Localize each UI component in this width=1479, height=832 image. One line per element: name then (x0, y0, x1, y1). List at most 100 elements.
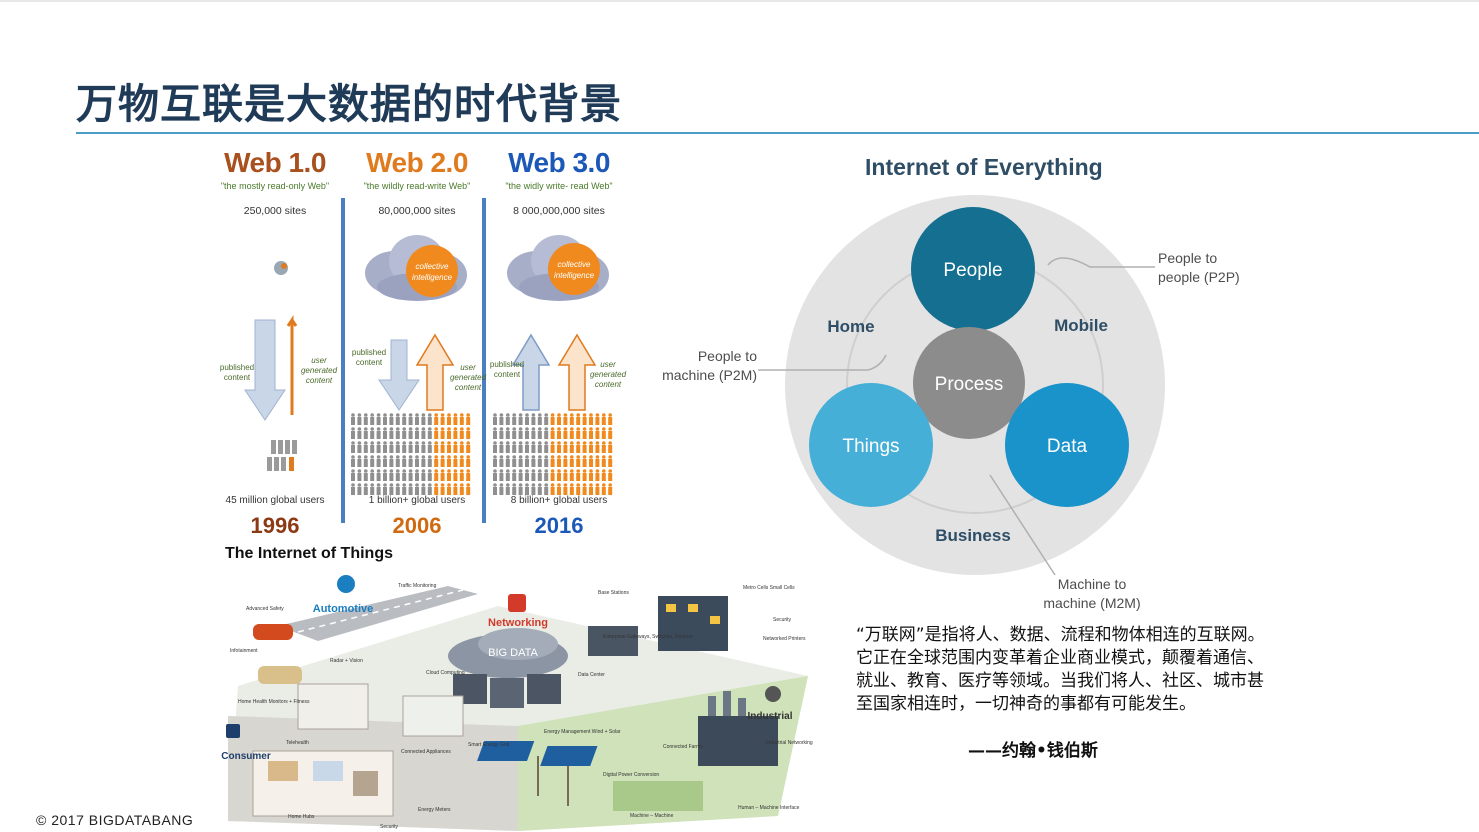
svg-text:Digital Power Conversion: Digital Power Conversion (603, 772, 659, 778)
svg-text:Connected Appliances: Connected Appliances (401, 749, 451, 755)
crowd (493, 413, 613, 495)
user-up-arrow (286, 315, 298, 415)
automotive-icon (337, 575, 355, 593)
web3-heading: Web 3.0 (508, 147, 610, 178)
web1-year: 1996 (250, 513, 300, 538)
divider (482, 198, 486, 523)
svg-text:Metro Cells Small Cells: Metro Cells Small Cells (743, 585, 795, 591)
quote-text: “万联网”是指将人、数据、流程和物体相连的互联网。它正在全球范围内变革着企业商业… (856, 625, 1265, 714)
svg-text:Human – Machine Interface: Human – Machine Interface (738, 805, 800, 811)
segment-mobile: Mobile (1054, 316, 1108, 335)
web1-sites: 250,000 sites (243, 205, 307, 217)
svg-text:Networked Printers: Networked Printers (763, 636, 806, 642)
node-people-label: People (943, 260, 1002, 281)
published-down-arrow (244, 319, 286, 421)
svg-text:content: content (224, 373, 251, 382)
ioe-title: Internet of Everything (865, 154, 1103, 180)
svg-text:content: content (455, 383, 482, 392)
node-data-label: Data (1047, 436, 1088, 457)
svg-text:content: content (494, 370, 521, 379)
svg-text:Home Health Monitors + Fitness: Home Health Monitors + Fitness (238, 699, 310, 705)
label-industrial: Industrial (747, 711, 792, 722)
label-networking: Networking (488, 617, 548, 629)
web2-sites: 80,000,000 sites (378, 205, 456, 217)
consumer-icon (226, 724, 240, 738)
copyright: © 2017 BIGDATABANG (36, 812, 194, 828)
segment-home: Home (827, 317, 874, 336)
svg-text:user: user (600, 360, 616, 369)
networking-icon (508, 594, 526, 612)
svg-text:Radar + Vision: Radar + Vision (330, 658, 363, 664)
svg-text:Base Stations: Base Stations (598, 590, 629, 596)
svg-text:Traffic Monitoring: Traffic Monitoring (398, 583, 437, 589)
quote-author: ——约翰•钱伯斯 (968, 741, 1098, 761)
svg-text:content: content (356, 358, 383, 367)
label-consumer: Consumer (221, 751, 271, 762)
web1-column: Web 1.0 "the mostly read-only Web" 250,0… (205, 143, 345, 538)
published-down-arrow (378, 339, 420, 411)
divider (341, 198, 345, 523)
svg-text:intelligence: intelligence (554, 271, 595, 280)
iot-illustration: Automotive Networking BIG DATA Industria… (221, 575, 813, 831)
web2-users: 1 billion+ global users (368, 495, 466, 506)
web3-year: 2016 (534, 513, 584, 538)
svg-text:generated: generated (590, 370, 627, 379)
web1-subtitle: "the mostly read-only Web" (220, 181, 330, 191)
node-data (1005, 383, 1129, 507)
web1-users: 45 million global users (225, 495, 325, 506)
web3-users: 8 billion+ global users (510, 495, 608, 506)
svg-text:user: user (311, 356, 327, 365)
svg-text:published: published (490, 360, 524, 369)
node-people (911, 207, 1035, 331)
callout-m2m-line1: Machine to (1058, 576, 1127, 592)
svg-text:collective: collective (416, 262, 449, 271)
svg-text:Enterprise Gateways, Switches,: Enterprise Gateways, Switches, Routers (603, 634, 693, 640)
callout-p2m-line1: People to (698, 348, 757, 364)
cloud-icon: collective intelligence (507, 235, 609, 301)
svg-text:generated: generated (450, 373, 487, 382)
node-things (809, 383, 933, 507)
web3-column: Web 3.0 "the widly write- read Web" 8 00… (489, 143, 629, 538)
published-up-arrow (511, 333, 551, 411)
page-title: 万物互联是大数据的时代背景 (76, 80, 622, 128)
web2-subtitle: "the wildly read-write Web" (363, 181, 471, 191)
svg-text:Security: Security (380, 824, 399, 830)
segment-business: Business (935, 526, 1011, 545)
svg-text:Home Hubs: Home Hubs (288, 814, 315, 820)
label-automotive: Automotive (313, 603, 374, 615)
svg-text:published: published (352, 348, 386, 357)
iot-title: The Internet of Things (225, 545, 393, 562)
callout-p2m-line2: machine (P2M) (662, 367, 757, 383)
crowd (351, 413, 471, 495)
svg-text:Infotainment: Infotainment (230, 648, 258, 654)
web1-heading: Web 1.0 (224, 147, 326, 178)
node-process-label: Process (935, 374, 1004, 395)
svg-text:Energy Management Wind + Solar: Energy Management Wind + Solar (544, 729, 621, 735)
svg-text:Machine – Machine: Machine – Machine (630, 813, 674, 819)
web3-graphic: collective intelligence published conten… (490, 235, 627, 495)
title-underline (76, 132, 1479, 134)
svg-text:user: user (460, 363, 476, 372)
web-evolution-figure: Web 1.0 "the mostly read-only Web" 250,0… (205, 143, 635, 543)
cloud-icon: collective intelligence (365, 235, 467, 301)
callout-p2p-line1: People to (1158, 250, 1217, 266)
svg-text:generated: generated (301, 366, 338, 375)
svg-text:Data Center: Data Center (578, 672, 605, 678)
svg-text:Telehealth: Telehealth (286, 740, 309, 746)
svg-text:Cloud Computing: Cloud Computing (426, 670, 465, 676)
svg-text:intelligence: intelligence (412, 273, 453, 282)
svg-text:Energy Meters: Energy Meters (418, 807, 451, 813)
web2-heading: Web 2.0 (366, 147, 468, 178)
industrial-icon (765, 686, 781, 702)
web3-sites: 8 000,000,000 sites (513, 205, 605, 217)
svg-text:content: content (306, 376, 333, 385)
svg-text:Smart Energy Grid: Smart Energy Grid (468, 742, 510, 748)
svg-text:collective: collective (558, 260, 591, 269)
user-up-arrow (415, 333, 455, 411)
svg-text:Industrial Networking: Industrial Networking (766, 740, 813, 746)
web2-graphic: collective intelligence published conten… (351, 235, 487, 495)
big-data-label: BIG DATA (488, 647, 538, 659)
svg-text:Advanced Safety: Advanced Safety (246, 606, 284, 612)
callout-p2p-line2: people (P2P) (1158, 269, 1240, 285)
user-up-arrow (557, 333, 597, 411)
